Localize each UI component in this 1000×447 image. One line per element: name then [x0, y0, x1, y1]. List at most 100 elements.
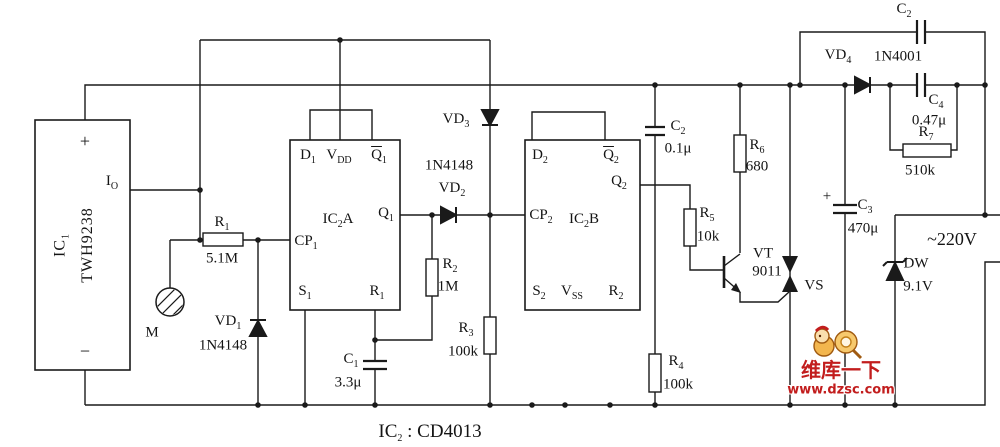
wire: [640, 184, 724, 271]
emitter-arrow: [731, 283, 741, 293]
r3-value-label: 100k: [448, 343, 478, 360]
junction-dot: [842, 402, 848, 408]
diode-vd4-icon: [854, 75, 873, 95]
junction-dot: [887, 82, 893, 88]
diode-vd2-icon: [440, 205, 459, 225]
junction-dot: [652, 82, 658, 88]
diodes: [248, 75, 908, 337]
junction-dot: [892, 402, 898, 408]
junction-dot: [337, 37, 343, 43]
resistor-r2-body: [425, 258, 439, 297]
ic2b-box: [524, 139, 641, 311]
junction-dot: [255, 237, 261, 243]
ic2a-pin-r1-label: R1: [369, 283, 385, 302]
vd4-value-label: 1N4001: [873, 48, 923, 65]
junction-dot: [487, 402, 493, 408]
ic2a-pin-vdd-label: VDD: [326, 147, 352, 166]
junction-dot: [982, 82, 988, 88]
ic2b-pin-cp2-label: CP2: [529, 207, 553, 226]
transistor-vt-icon: [722, 256, 741, 293]
sensor-m-icon: [155, 287, 185, 317]
resistor-r6-body: [733, 134, 747, 173]
ic2b-pin-vss-label: VSS: [561, 283, 583, 302]
capacitor-c4-icon: [915, 73, 927, 97]
ic2b-pin-q2-label: Q2: [611, 173, 627, 192]
wire: [84, 84, 985, 120]
c4-value-label: 0.47μ: [911, 112, 947, 129]
r6-name-label: R6: [749, 137, 765, 156]
schematic-caption: IC2 : CD4013: [378, 421, 482, 444]
c2top-name-label: C2: [896, 1, 912, 20]
c1-name-label: C1: [343, 351, 359, 370]
ic1-plus-label: +: [79, 131, 91, 151]
r7-name-label: R7: [918, 124, 934, 143]
junction-dot: [429, 212, 435, 218]
r4-name-label: R4: [668, 353, 684, 372]
junction-dot: [487, 212, 493, 218]
r4-value-label: 100k: [663, 376, 693, 393]
ic2a-pin-s1-label: S1: [298, 283, 312, 302]
ic1-io-pin-label: IO: [105, 173, 119, 192]
watermark-title: 维库一下: [801, 358, 881, 382]
sensor-m-label: M: [145, 324, 159, 341]
vt-name-label: VT: [753, 245, 773, 262]
capacitor-c3-icon: [833, 203, 857, 215]
junction-dot: [302, 402, 308, 408]
junction-dot: [842, 82, 848, 88]
triac-vs-icon: [782, 256, 798, 292]
c3-value-label: 470μ: [847, 220, 879, 237]
r5-value-label: 10k: [696, 228, 720, 245]
ic1-box: [34, 119, 131, 371]
r3-name-label: R3: [458, 320, 474, 339]
c1-value-label: 3.3μ: [334, 374, 362, 391]
resistor-r4-body: [648, 353, 662, 393]
c2a-name-label: C2: [670, 118, 686, 137]
diode-vd3-icon: [480, 109, 500, 128]
capacitor-c2a-icon: [645, 125, 665, 137]
vd4-name-label: VD4: [824, 47, 852, 66]
junction-dot: [652, 402, 658, 408]
ic2a-box: [289, 139, 401, 311]
ic2a-pin-cp1-label: CP1: [294, 233, 318, 252]
junction-dot: [372, 402, 378, 408]
c3-name-label: C3: [857, 197, 873, 216]
junction-dots: [197, 37, 988, 408]
diode-vd1-icon: [248, 318, 268, 337]
capacitors: [363, 20, 927, 371]
vd1-value-label: 1N4148: [198, 337, 248, 354]
junction-dot: [607, 402, 613, 408]
junction-dot: [255, 402, 261, 408]
wire: [723, 85, 741, 267]
vd2-value-label: 1N4148: [424, 157, 474, 174]
ic2b-name-label: IC2B: [568, 211, 600, 230]
junction-dot: [737, 82, 743, 88]
ic2a-pin-q1-label: Q1: [378, 205, 394, 224]
mains-voltage-label: ~220V: [927, 229, 977, 249]
resistor-r5-body: [683, 208, 697, 247]
resistor-r3-body: [483, 316, 497, 355]
ic2b-pin-s2-label: S2: [532, 283, 546, 302]
resistors: [202, 134, 952, 393]
resistor-r1-body: [202, 232, 244, 247]
junction-dot: [197, 187, 203, 193]
vd2-name-label: VD2: [438, 180, 466, 199]
ic2b-pin-q2bar-label: Q2: [603, 147, 619, 166]
ic2b-pin-r2-label: R2: [608, 283, 624, 302]
wire: [85, 261, 1000, 406]
r5-name-label: R5: [699, 205, 715, 224]
ic1-minus-label: −: [79, 341, 91, 361]
c2a-value-label: 0.1μ: [664, 140, 692, 157]
junction-dot: [787, 82, 793, 88]
ic2b-pin-d2-label: D2: [532, 147, 548, 166]
ic2a-pin-q1bar-label: Q1: [371, 147, 387, 166]
ic1-part-label: TWH9238: [79, 207, 96, 283]
watermark-url: www.dzsc.com: [787, 382, 895, 398]
r7-value-label: 510k: [905, 162, 935, 179]
r2-name-label: R2: [442, 256, 458, 275]
r1-name-label: R1: [214, 214, 230, 233]
vs-name-label: VS: [804, 277, 824, 294]
junction-dot: [954, 82, 960, 88]
dw-name-label: DW: [903, 255, 929, 272]
capacitor-c2top-icon: [915, 20, 927, 44]
